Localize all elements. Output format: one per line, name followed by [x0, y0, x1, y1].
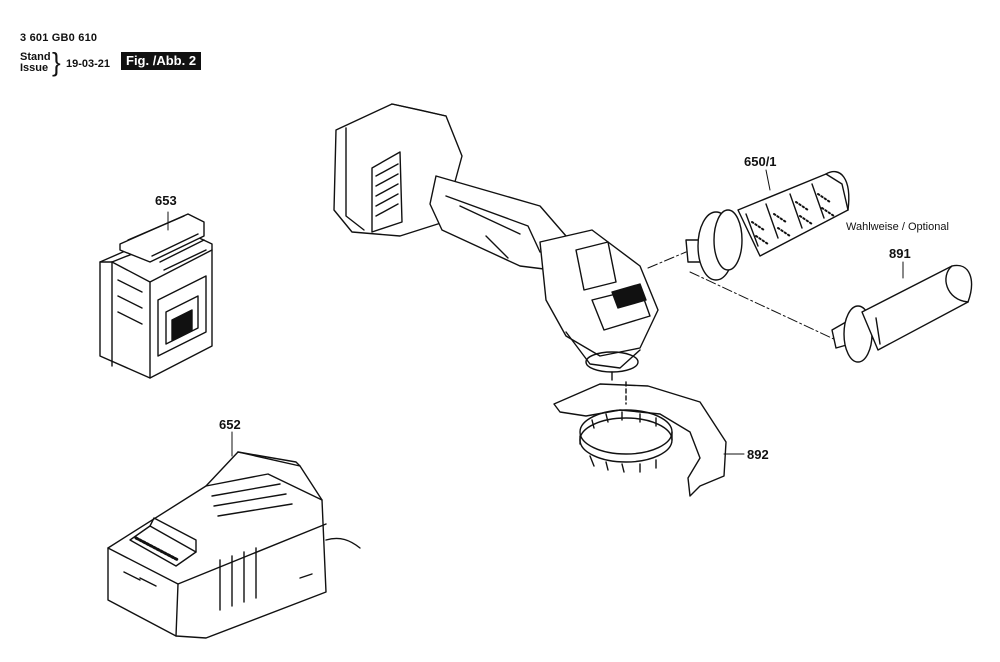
charger-drawing: [107, 451, 361, 639]
angle-grinder-drawing: [333, 103, 659, 381]
issue-date: 19-03-21: [66, 58, 111, 70]
callout-892: 892: [747, 447, 769, 462]
brace-glyph: }: [52, 47, 61, 77]
issue-label: Issue: [20, 62, 49, 74]
optional-note: Wahlweise / Optional: [846, 221, 949, 233]
side-handle-vibration-drawing: [685, 170, 850, 281]
callout-652: 652: [219, 417, 241, 432]
part-number: 3 601 GB0 610: [20, 32, 98, 44]
callout-653: 653: [155, 193, 177, 208]
figure-label: Fig. /Abb. 2: [121, 52, 202, 70]
issue-row: Stand Issue } 19-03-21 Fig. /Abb. 2: [20, 47, 240, 78]
leader-650-1: [765, 169, 771, 191]
wheel-guard-drawing: [553, 381, 727, 497]
battery-pack-drawing: [99, 213, 213, 379]
side-handle-optional-drawing: [831, 264, 973, 363]
stand-label: Stand: [20, 51, 51, 63]
callout-650-1: 650/1: [744, 154, 777, 169]
callout-891: 891: [889, 246, 911, 261]
document-header: 3 601 GB0 610 Stand Issue } 19-03-21 Fig…: [20, 32, 202, 75]
